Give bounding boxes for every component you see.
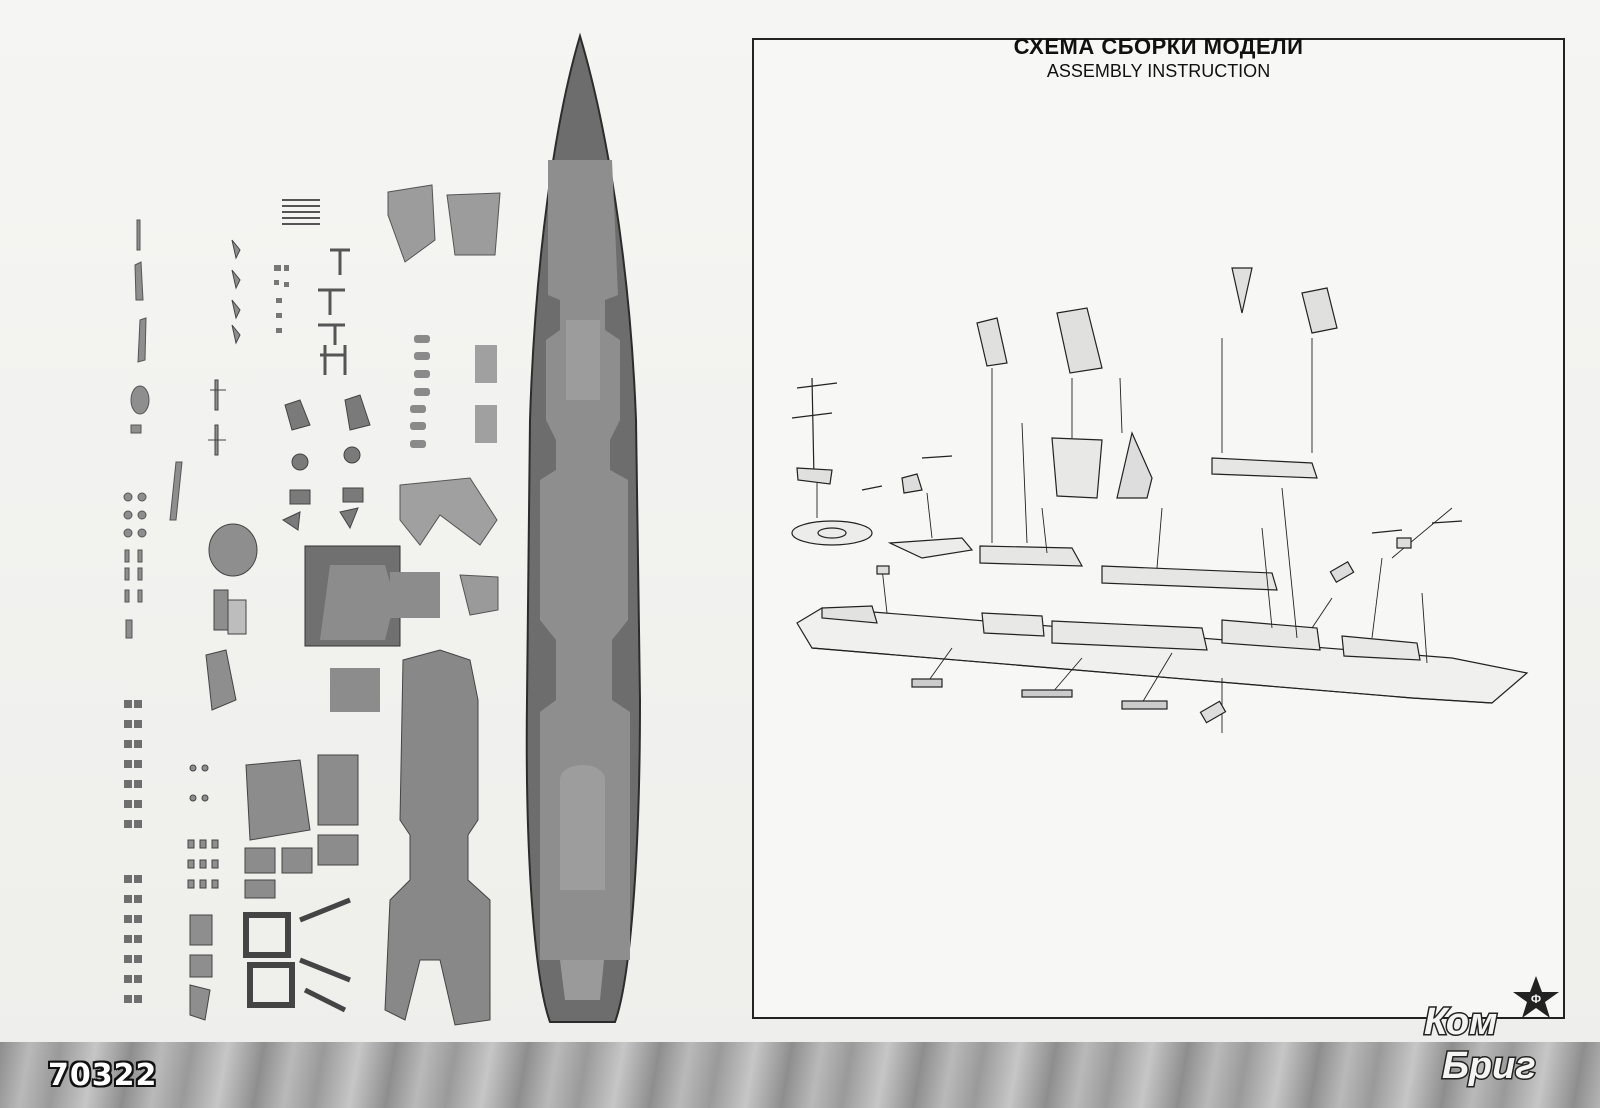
logo-star-icon: Ф <box>1513 976 1559 1018</box>
hull-part <box>525 32 642 1023</box>
detail-parts <box>243 754 359 1013</box>
title-russian: СХЕМА СБОРКИ МОДЕЛИ <box>1013 34 1304 59</box>
turret-parts <box>281 394 371 531</box>
tiny-parts <box>274 265 289 333</box>
small-box-grid <box>124 700 142 1003</box>
title-english: ASSEMBLY INSTRUCTION <box>1046 61 1271 81</box>
pin-parts <box>410 335 430 448</box>
side-plate <box>446 192 501 256</box>
flag-decal <box>282 199 320 225</box>
footer-band <box>0 1042 1600 1108</box>
panel-part <box>475 345 497 383</box>
parts-layout <box>123 32 642 1026</box>
kit-number: 70322 <box>48 1058 158 1093</box>
small-parts-column-2 <box>187 239 258 1021</box>
small-parts-column <box>123 219 183 639</box>
side-plate <box>387 184 436 263</box>
superstructure-part <box>304 545 499 647</box>
assembly-leader-lines <box>816 338 1453 733</box>
deck-part <box>384 649 491 1026</box>
logo-line2: Бриг <box>1442 1045 1536 1087</box>
kombrig-logo: Ф Ком Бриг <box>1423 976 1559 1089</box>
mast-parts <box>318 248 350 375</box>
logo-line1: Ком <box>1424 1001 1497 1043</box>
grille-part <box>330 668 380 712</box>
u-part <box>399 477 498 546</box>
instruction-frame <box>752 38 1565 1019</box>
assembly-diagram <box>791 267 1529 733</box>
panel-part <box>475 405 497 443</box>
svg-text:Ф: Ф <box>1531 992 1541 1006</box>
